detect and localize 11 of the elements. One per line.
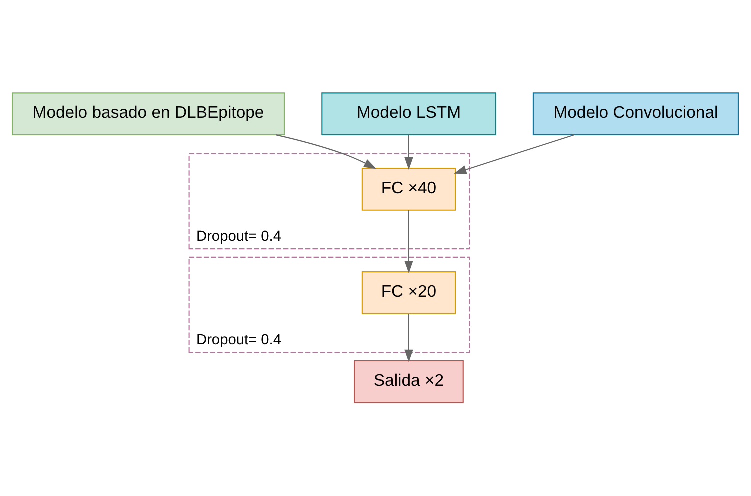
arrow — [276, 134, 377, 170]
node-box: Modelo basado en DLBEpitope — [12, 92, 286, 136]
arrow — [454, 134, 574, 174]
node-box: Salida ×2 — [354, 360, 464, 404]
node-box: FC ×40 — [362, 168, 456, 211]
node-box: Modelo LSTM — [322, 92, 496, 136]
arrow — [404, 135, 414, 170]
node-box: FC ×20 — [362, 272, 456, 314]
arrow — [404, 210, 414, 274]
node-box: Modelo Convolucional — [532, 92, 739, 136]
arrow — [404, 314, 414, 362]
